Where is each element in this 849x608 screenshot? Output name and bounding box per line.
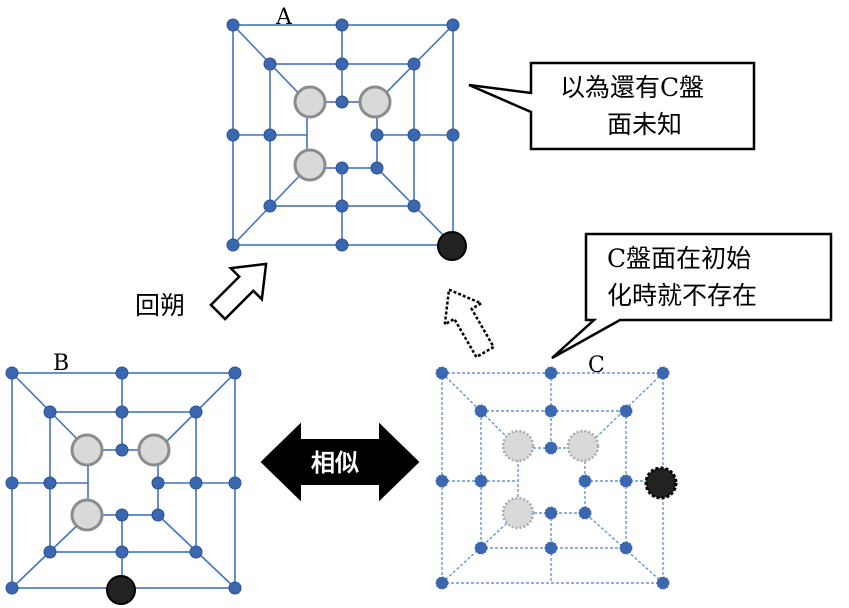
board-a-nodes (226, 18, 460, 252)
callout-a-line1: 以為還有C盤 (560, 73, 704, 102)
gray-piece (70, 433, 104, 467)
gray-piece-dotted (501, 429, 535, 463)
board-b-pieces (70, 433, 171, 605)
callout-c (551, 232, 833, 360)
callout-a-line2: 面未知 (607, 110, 682, 139)
gray-piece (137, 433, 171, 467)
board-c-label: C (588, 353, 605, 378)
gray-piece-dotted (501, 496, 535, 530)
board-a-label: A (275, 5, 293, 30)
similar-label: 相似 (311, 449, 359, 477)
gray-piece-dotted (566, 429, 600, 463)
board-b-nodes (5, 366, 242, 595)
rewind-arrow (209, 262, 268, 321)
gray-piece (293, 85, 327, 119)
black-piece (437, 231, 467, 261)
similar-arrow (260, 422, 420, 502)
board-c-pieces (501, 429, 678, 530)
callout-c-line1: C盤面在初始 (607, 244, 751, 273)
black-piece-dotted (644, 466, 678, 500)
black-piece (106, 575, 136, 605)
gray-piece (70, 498, 104, 532)
dotted-arrow (443, 287, 496, 359)
gray-piece (293, 148, 327, 182)
callout-a (468, 61, 756, 151)
board-a-pieces (293, 85, 467, 261)
board-c-nodes (435, 366, 670, 590)
rewind-label: 回朔 (135, 291, 185, 320)
callout-c-line2: 化時就不存在 (607, 281, 757, 310)
board-b-label: B (53, 351, 69, 376)
gray-piece (358, 85, 392, 119)
